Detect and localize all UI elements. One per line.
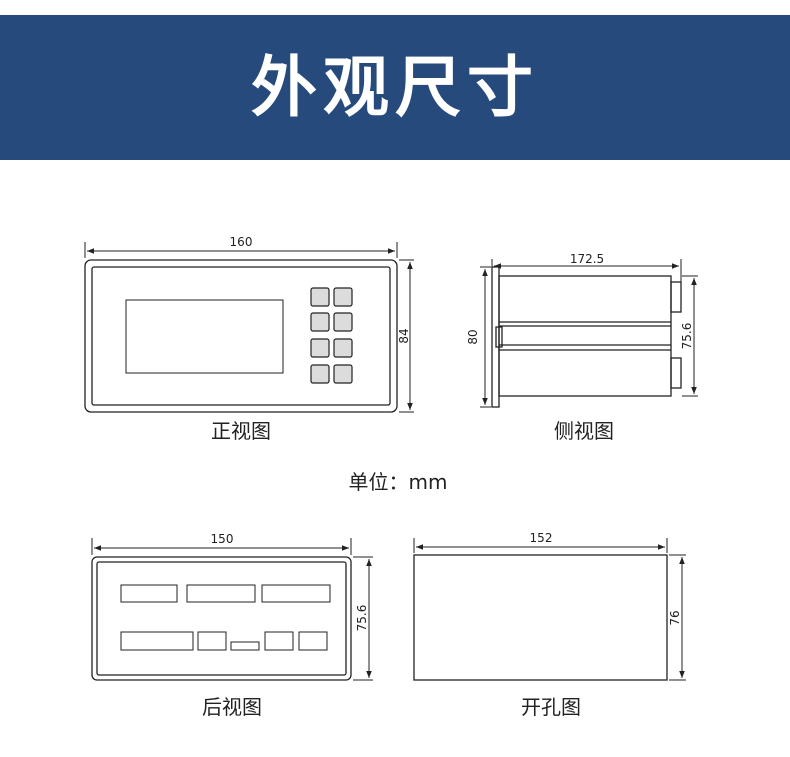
side-height-label: 80 <box>466 329 480 344</box>
side-terminal-top <box>670 281 682 313</box>
front-bezel-inner <box>91 266 391 406</box>
rear-view <box>91 538 373 681</box>
front-display-window <box>125 299 284 374</box>
rear-view-label: 后视图 <box>202 695 262 719</box>
page-title: 外观尺寸 <box>251 49 539 126</box>
cutout-rect <box>413 554 668 681</box>
front-view <box>84 242 414 413</box>
rear-slot <box>197 631 227 651</box>
side-depth-label: 172.5 <box>570 252 604 266</box>
rear-slot <box>186 584 256 603</box>
front-height-label: 84 <box>397 328 411 343</box>
side-view <box>480 259 698 408</box>
rear-outer <box>91 556 352 681</box>
front-view-label: 正视图 <box>211 419 271 443</box>
header-banner: 外观尺寸 <box>0 15 790 160</box>
front-bezel-outer <box>84 259 398 413</box>
key-button <box>310 338 330 358</box>
rear-slot <box>120 631 194 651</box>
rear-inner <box>96 561 347 676</box>
key-button <box>333 287 353 307</box>
rear-slot <box>298 631 328 651</box>
rear-height-label: 75.6 <box>355 605 369 632</box>
front-keypad <box>310 287 353 384</box>
cutout-view <box>413 538 686 681</box>
side-body <box>498 275 672 397</box>
key-button <box>310 312 330 332</box>
cutout-view-label: 开孔图 <box>521 695 581 719</box>
rear-width-label: 150 <box>211 532 234 546</box>
units-label: 单位：mm <box>349 470 448 494</box>
side-terminal-bottom <box>670 357 682 389</box>
front-width-label: 160 <box>230 235 253 249</box>
side-view-label: 侧视图 <box>554 419 614 443</box>
key-button <box>333 338 353 358</box>
key-button <box>333 364 353 384</box>
cutout-height-label: 76 <box>668 610 682 625</box>
side-clip <box>495 326 503 348</box>
side-inner-height-label: 75.6 <box>680 323 694 350</box>
rear-slot <box>261 584 331 603</box>
cutout-width-label: 152 <box>530 531 553 545</box>
key-button <box>310 364 330 384</box>
rear-slot <box>264 631 294 651</box>
key-button <box>333 312 353 332</box>
rear-slot <box>120 584 178 603</box>
key-button <box>310 287 330 307</box>
rear-slot <box>230 641 260 651</box>
